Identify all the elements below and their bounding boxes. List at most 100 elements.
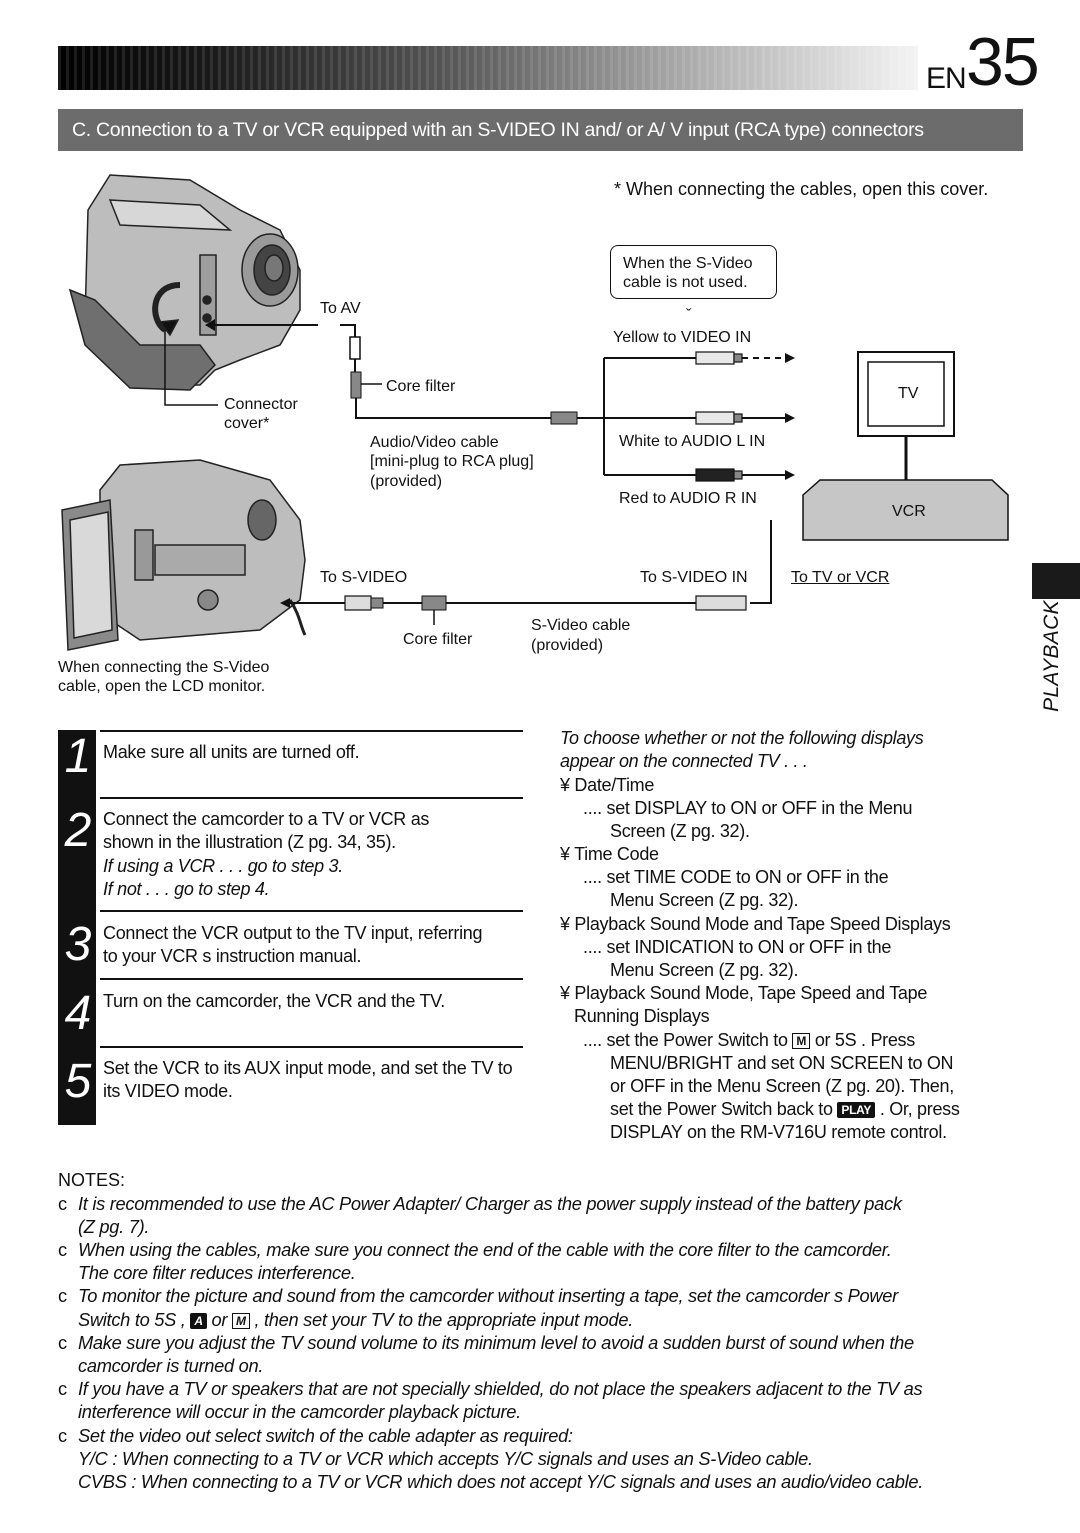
header-stripes (58, 46, 918, 90)
step-1-number: 1 (64, 730, 92, 783)
note-3-line1: To monitor the picture and sound from th… (78, 1285, 898, 1306)
step-3-number: 3 (64, 918, 92, 971)
note-6-cvbs: CVBS : When connecting to a TV or VCR wh… (78, 1471, 924, 1492)
label-av-cable-provided: (provided) (370, 473, 443, 490)
bullet-time-code: ¥ Time Code (560, 844, 659, 864)
step-4-number: 4 (64, 987, 92, 1040)
section-title: C. Connection to a TV or VCR equipped wi… (58, 109, 1023, 151)
vcr-illustration (802, 479, 1009, 541)
page-language: EN (926, 62, 967, 95)
playback-label: PLAYBACK (1039, 600, 1063, 712)
svideo-note-line1: When the S-Video (623, 255, 753, 272)
step-3-text: Connect the VCR output to the TV input, … (103, 923, 483, 966)
running-line1: .... set the Power Switch to M or 5S . P… (583, 1029, 915, 1052)
running-line4: set the Power Switch back to PLAY . Or, … (610, 1098, 960, 1121)
bullet-date-time-line1: .... set DISPLAY to ON or OFF in the Men… (583, 798, 913, 818)
running-line1-a: .... set the Power Switch to (583, 1030, 788, 1050)
label-svideo-cable: S-Video cable (531, 617, 631, 634)
bullet-playback-displays-line2: Menu Screen (Z pg. 32). (610, 960, 799, 980)
note-6-line1: Set the video out select switch of the c… (78, 1425, 573, 1446)
label-to-tv-or-vcr: To TV or VCR (791, 569, 890, 586)
down-arrow-glyph: ˇ (686, 307, 692, 324)
play-mode-icon: PLAY (837, 1102, 876, 1119)
note-2-line2: The core filter reduces interference. (78, 1262, 356, 1283)
bullet-date-time: ¥ Date/Time (560, 775, 655, 795)
note-4-line2: camcorder is turned on. (78, 1355, 264, 1376)
lcd-note-line2: cable, open the LCD monitor. (58, 678, 266, 695)
step-2-sub1: If using a VCR . . . go to step 3. (103, 856, 343, 876)
note-4-line1: Make sure you adjust the TV sound volume… (78, 1332, 914, 1353)
svideo-not-used-box: When the S-Video cable is not used. (610, 245, 777, 299)
note-6-yc: Y/C : When connecting to a TV or VCR whi… (78, 1448, 813, 1469)
steps-left-bar (58, 730, 96, 1125)
bullet-date-time-line2: Screen (Z pg. 32). (610, 821, 750, 841)
step-1-text: Make sure all units are turned off. (103, 742, 360, 762)
bullet-time-code-line1: .... set TIME CODE to ON or OFF in the (583, 867, 889, 887)
bullet-time-code-line2: Menu Screen (Z pg. 32). (610, 890, 799, 910)
running-line3: or OFF in the Menu Screen (Z pg. 20). Th… (610, 1076, 954, 1096)
note-1-line1: It is recommended to use the AC Power Ad… (78, 1193, 902, 1214)
section-tab-label: PLAYBACK (1030, 600, 1078, 720)
bullet-running-displays: ¥ Playback Sound Mode, Tape Speed and Ta… (560, 983, 928, 1003)
step-2-rule (100, 797, 523, 799)
step-2-number: 2 (64, 804, 92, 857)
note-5-line1: If you have a TV or speakers that are no… (78, 1378, 923, 1399)
label-white-audio-l-in: White to AUDIO L IN (619, 433, 766, 450)
note-3-line2-a: Switch to 5S , (78, 1309, 186, 1330)
note-3-bullet: c (58, 1285, 67, 1306)
rca-plugs (695, 351, 743, 482)
running-line2: MENU/BRIGHT and set ON SCREEN to ON (610, 1053, 954, 1073)
connection-diagram (61, 174, 1009, 651)
manual-mode-icon: M (792, 1033, 811, 1050)
note-3-line2: Switch to 5S , A or M , then set your TV… (78, 1308, 633, 1331)
notes-heading: NOTES: (58, 1170, 126, 1190)
step-1-rule (100, 730, 523, 732)
running-line1-b: or 5S . Press (814, 1030, 915, 1050)
step-5-text: Set the VCR to its AUX input mode, and s… (103, 1058, 513, 1101)
camcorder-top-illustration (68, 174, 301, 391)
tv-illustration (857, 351, 955, 480)
note-2-line1: When using the cables, make sure you con… (78, 1239, 892, 1260)
running-line5: DISPLAY on the RM-V716U remote control. (610, 1122, 947, 1142)
label-svideo-cable-provided: (provided) (531, 637, 604, 654)
note-5-bullet: c (58, 1378, 67, 1399)
bullet-playback-displays: ¥ Playback Sound Mode and Tape Speed Dis… (560, 914, 951, 934)
running-line4-a: set the Power Switch back to (610, 1099, 833, 1119)
auto-mode-icon: A (190, 1313, 207, 1330)
step-3-rule (100, 910, 523, 912)
label-to-svideo-in: To S-VIDEO IN (640, 569, 748, 586)
camcorder-lcd-illustration (61, 459, 307, 651)
running-line4-b: . Or, press (879, 1099, 960, 1119)
label-vcr: VCR (892, 503, 926, 520)
label-red-audio-r-in: Red to AUDIO R IN (619, 490, 757, 507)
section-tab-marker (1032, 563, 1080, 599)
step-2-text: Connect the camcorder to a TV or VCR as … (103, 809, 430, 852)
note-5-line2: interference will occur in the camcorder… (78, 1401, 521, 1422)
label-tv: TV (898, 385, 919, 402)
label-connector: Connector (224, 396, 298, 413)
note-1-bullet: c (58, 1193, 67, 1214)
note-1-line2: (Z pg. 7). (78, 1216, 150, 1237)
svideo-note-line2: cable is not used. (623, 274, 748, 291)
bullet-running-displays-line2: Running Displays (574, 1006, 710, 1026)
label-av-cable: Audio/Video cable (370, 434, 499, 451)
step-2-sub2: If not . . . go to step 4. (103, 879, 270, 899)
manual-mode-icon-note: M (231, 1313, 250, 1330)
label-core-filter-top: Core filter (386, 378, 456, 395)
page-number: 35 (966, 24, 1040, 100)
bullet-playback-displays-line1: .... set INDICATION to ON or OFF in the (583, 937, 892, 957)
step-5-number: 5 (64, 1055, 92, 1108)
note-3-line2-b: or (211, 1309, 228, 1330)
step-4-rule (100, 978, 523, 980)
step-5-rule (100, 1046, 523, 1048)
label-to-av: To AV (320, 300, 361, 317)
note-4-bullet: c (58, 1332, 67, 1353)
note-2-bullet: c (58, 1239, 67, 1260)
label-av-cable-type: [mini-plug to RCA plug] (370, 453, 534, 470)
cover-note: * When connecting the cables, open this … (614, 179, 989, 199)
note-3-line2-c: , then set your TV to the appropriate in… (254, 1309, 634, 1330)
right-intro-line1: To choose whether or not the following d… (560, 728, 924, 748)
right-intro-line2: appear on the connected TV . . . (560, 751, 808, 771)
step-4-text: Turn on the camcorder, the VCR and the T… (103, 991, 445, 1011)
label-yellow-video-in: Yellow to VIDEO IN (613, 329, 752, 346)
